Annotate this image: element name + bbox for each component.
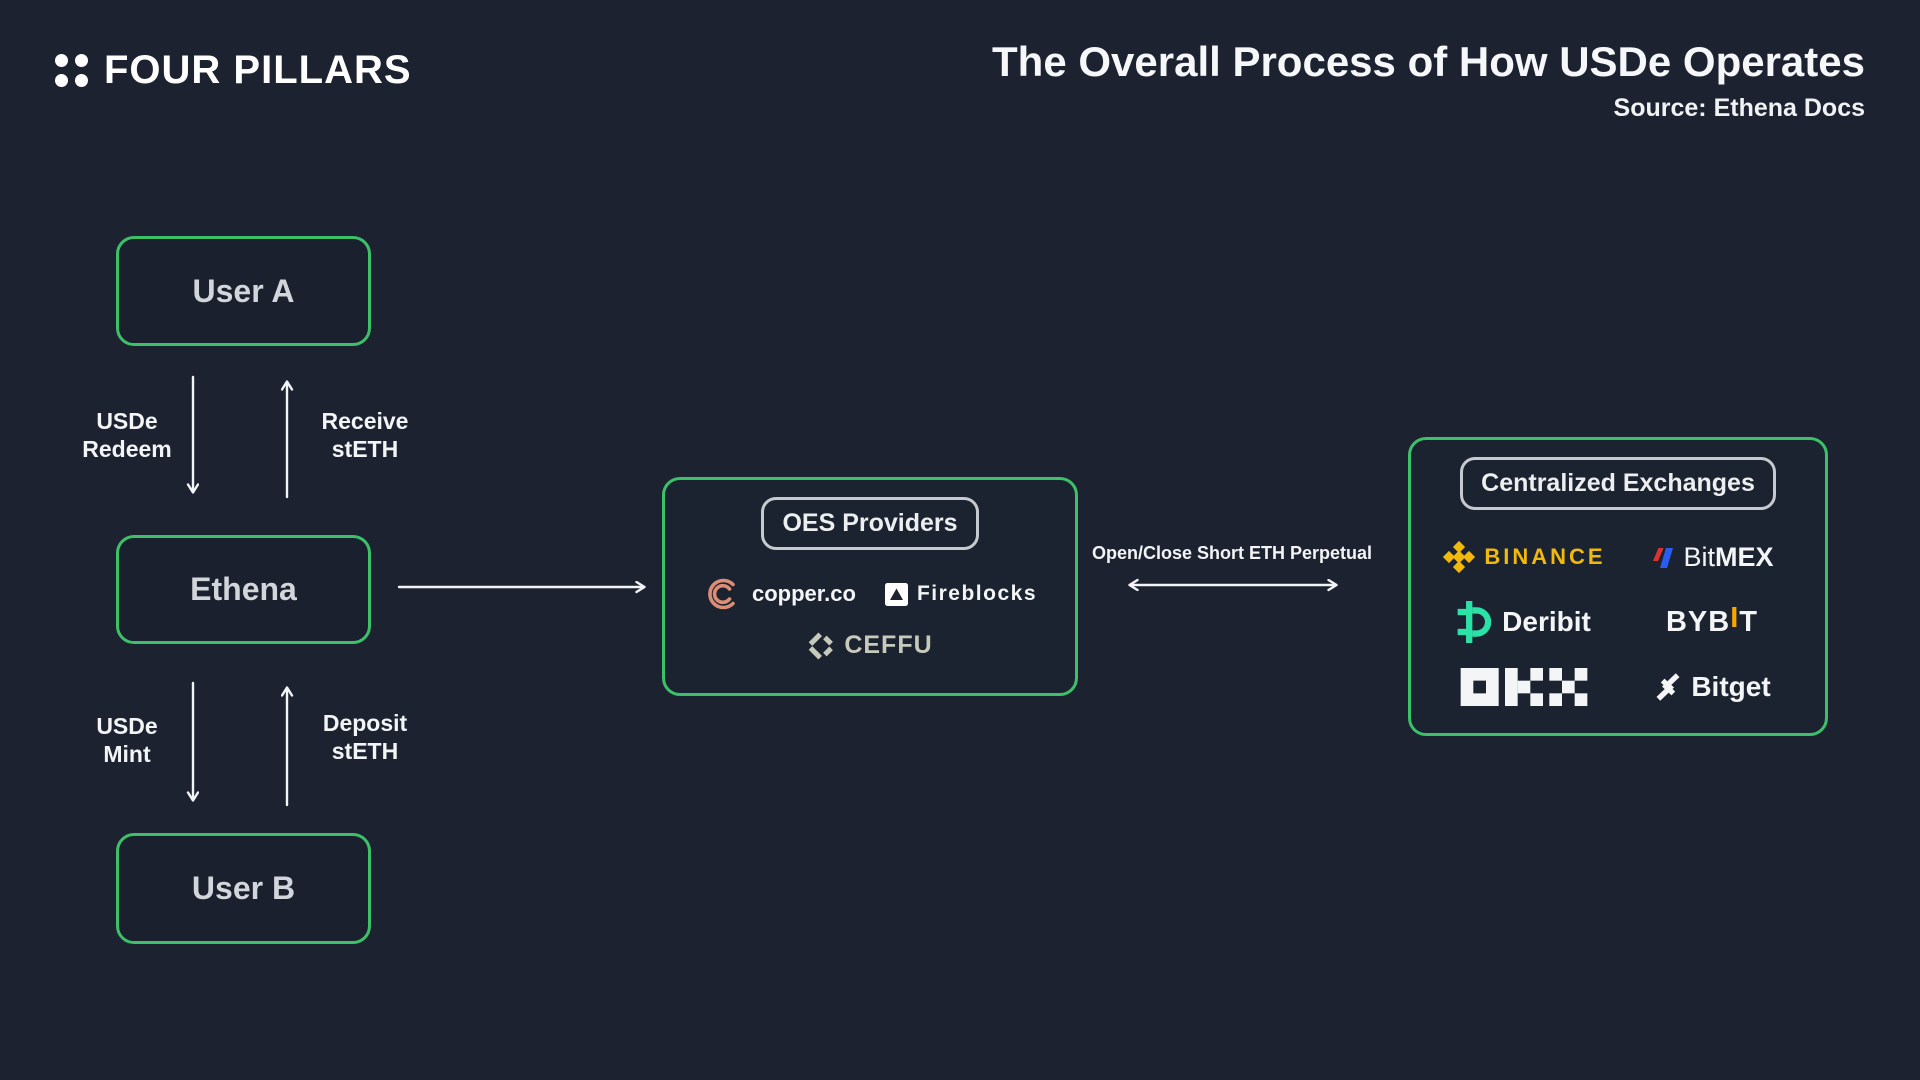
okx-icon [1460, 668, 1588, 706]
bitmex-logo: BitMEX [1623, 535, 1801, 579]
bitmex-name: BitMEX [1683, 541, 1774, 572]
page-title: The Overall Process of How USDe Operates [992, 38, 1865, 85]
centralized-exchanges-panel: Centralized Exchanges BINANCE [1408, 437, 1828, 736]
node-user-a: User A [116, 236, 371, 346]
bybit-logo: BYBIT [1623, 600, 1801, 644]
title-block: The Overall Process of How USDe Operates… [992, 38, 1865, 123]
okx-logo [1435, 665, 1613, 709]
brand-name: FOUR PILLARS [104, 48, 412, 92]
node-ethena: Ethena [116, 535, 371, 644]
oes-providers-title: OES Providers [761, 497, 979, 550]
node-user-b-label: User B [191, 870, 296, 906]
brand: FOUR PILLARS [55, 48, 412, 93]
bitget-icon [1656, 673, 1680, 701]
four-pillars-logo-icon [55, 54, 88, 87]
oes-provider-row: copper.co Fireblocks [665, 574, 1075, 614]
binance-icon [1443, 540, 1476, 574]
bitget-name: Bitget [1691, 671, 1771, 702]
binance-name: BINANCE [1484, 544, 1606, 569]
bitmex-icon [1653, 547, 1674, 568]
ceffu-name: CEFFU [844, 631, 933, 659]
copper-icon [708, 578, 735, 610]
label-open-close-short: Open/Close Short ETH Perpetual [1091, 543, 1373, 563]
label-usde-mint: USDe Mint [96, 713, 158, 767]
binance-logo: BINANCE [1435, 535, 1613, 579]
deribit-logo: Deribit [1435, 600, 1613, 644]
centralized-exchanges-title: Centralized Exchanges [1460, 457, 1776, 510]
copper-name: copper.co [752, 581, 856, 606]
ceffu-logo: CEFFU [807, 631, 932, 660]
oes-providers-panel: OES Providers copper.co Fireblocks [662, 477, 1078, 696]
label-deposit-steth: Deposit stETH [322, 710, 408, 764]
node-user-b: User B [116, 833, 371, 944]
deribit-name: Deribit [1502, 606, 1591, 637]
node-ethena-label: Ethena [190, 571, 297, 607]
label-usde-redeem: USDe Redeem [82, 408, 172, 462]
copper-logo: copper.co [703, 574, 856, 614]
source-caption: Source: Ethena Docs [1613, 94, 1865, 122]
ceffu-icon [809, 632, 834, 659]
bybit-name: BYBIT [1665, 601, 1758, 638]
bitget-logo: Bitget [1623, 665, 1801, 709]
node-user-a-label: User A [192, 272, 295, 309]
deribit-icon [1457, 601, 1492, 643]
fireblocks-logo: Fireblocks [884, 582, 1037, 606]
label-receive-steth: Receive stETH [321, 408, 409, 462]
fireblocks-name: Fireblocks [916, 582, 1037, 605]
exchange-grid: BINANCE BitMEX Deribit [1411, 535, 1825, 709]
fireblocks-icon [884, 582, 908, 606]
